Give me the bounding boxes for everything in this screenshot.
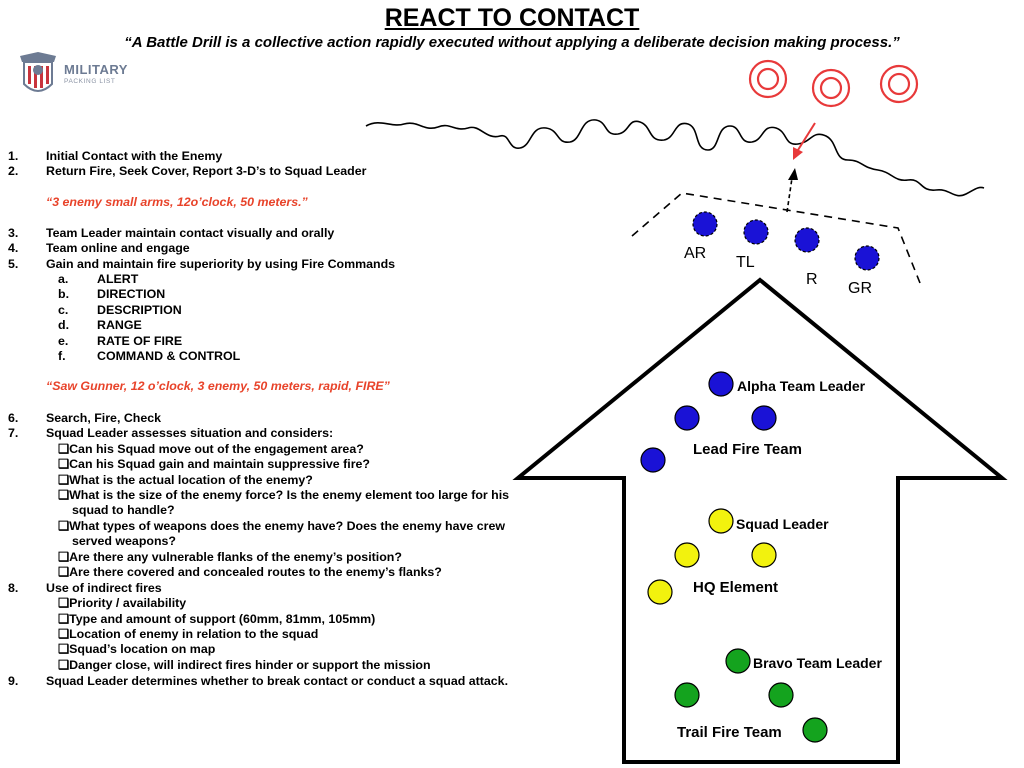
position-label-r: R [806,271,818,288]
trail-fire-team-label: Trail Fire Team [677,724,782,741]
hq-element-markers [647,508,777,605]
fire-command-letter: d. [58,318,70,332]
example-command-text: “Saw Gunner, 12 o’clock, 3 enemy, 50 met… [46,379,390,393]
alpha-team-leader-label: Alpha Team Leader [737,378,866,394]
step-number: 4. [8,241,19,255]
position-label-gr: GR [848,280,872,297]
fire-command-text: DESCRIPTION [97,303,182,317]
step-number: 8. [8,581,19,595]
position-label-ar: AR [684,245,707,262]
bravo-soldier-marker [674,682,700,708]
hq-soldier-marker [674,542,700,568]
enemy-target-icon [811,68,851,108]
step-number: 9. [8,674,19,688]
step-text: Squad Leader determines whether to break… [46,674,509,688]
hq-soldier-marker [647,579,673,605]
drill-steps-list: 1. Initial Contact with the Enemy 2. Ret… [8,149,510,688]
battle-drill-quote: “A Battle Drill is a collective action r… [124,34,900,51]
fire-command-letter: f. [58,349,66,363]
squad-leader-label: Squad Leader [736,516,829,532]
example-report-text: “3 enemy small arms, 12o’clock, 50 meter… [46,195,308,209]
step-text: Team Leader maintain contact visually an… [46,226,335,240]
indirect-fire-text: ❑Type and amount of support (60mm, 81mm,… [58,612,376,626]
enemy-target-icon [879,64,919,104]
squad-leader-marker [708,508,734,534]
gr-position-marker [854,245,880,271]
step-text: Search, Fire, Check [46,411,162,425]
consideration-text: ❑Are there any vulnerable flanks of the … [58,550,402,564]
fire-team-enclosure [631,192,923,289]
ar-position-marker [692,211,718,237]
consideration-text: ❑What is the size of the enemy force? Is… [58,488,510,502]
contact-arrow-icon [793,122,816,160]
fire-command-letter: e. [58,334,69,348]
fire-command-letter: c. [58,303,69,317]
step-number: 5. [8,257,19,271]
fire-command-text: RANGE [97,318,142,332]
bravo-soldier-marker [768,682,794,708]
consideration-text: ❑What types of weapons does the enemy ha… [58,519,505,533]
page-title: REACT TO CONTACT [384,4,640,32]
terrain-line [365,119,985,197]
fire-command-text: RATE OF FIRE [97,334,183,348]
lead-fire-team-label: Lead Fire Team [693,441,802,458]
consideration-text: ❑Can his Squad move out of the engagemen… [58,442,364,456]
step-number: 6. [8,411,19,425]
alpha-soldier-marker [674,405,700,431]
consideration-text: ❑What is the actual location of the enem… [58,473,313,487]
fire-command-text: DIRECTION [97,287,166,301]
bravo-team-markers [674,648,828,743]
step-text: Team online and engage [46,241,190,255]
step-number: 1. [8,149,19,163]
indirect-fire-text: ❑Danger close, will indirect fires hinde… [58,658,431,672]
logo-text-packing-list: PACKING LIST [64,78,116,85]
fire-command-letter: a. [58,272,69,286]
consideration-text: ❑Are there covered and concealed routes … [58,565,442,579]
indirect-fire-text: ❑Priority / availability [58,596,187,610]
alpha-team-markers [640,371,777,473]
step-number: 2. [8,164,19,178]
hq-element-label: HQ Element [693,579,779,596]
tl-position-marker [743,219,769,245]
fire-team-positions [692,211,880,271]
bravo-soldier-marker [802,717,828,743]
movement-arrow-outline [512,277,1008,764]
step-text: Return Fire, Seek Cover, Report 3-D’s to… [46,164,367,178]
consideration-text: squad to handle? [72,503,175,517]
bravo-team-leader-label: Bravo Team Leader [753,655,882,671]
step-number: 3. [8,226,19,240]
fire-command-letter: b. [58,287,70,301]
enemy-target-icon [748,59,788,99]
fire-command-text: ALERT [97,272,139,286]
consideration-text: served weapons? [72,534,176,548]
eagle-shield-icon [20,52,56,92]
military-packing-list-logo: MILITARY PACKING LIST [16,50,146,100]
consideration-text: ❑Can his Squad gain and maintain suppres… [58,457,370,471]
indirect-fire-text: ❑Location of enemy in relation to the sq… [58,627,319,641]
alpha-soldier-marker [640,447,666,473]
step-text: Use of indirect fires [46,581,162,595]
logo-text-military: MILITARY [64,62,128,77]
step-text: Gain and maintain fire superiority by us… [46,257,396,271]
hq-soldier-marker [751,542,777,568]
step-text: Initial Contact with the Enemy [46,149,223,163]
step-text: Squad Leader assesses situation and cons… [46,426,334,440]
fire-command-text: COMMAND & CONTROL [97,349,241,363]
bravo-team-leader-marker [725,648,751,674]
alpha-soldier-marker [751,405,777,431]
indirect-fire-text: ❑Squad’s location on map [58,642,216,656]
position-label-tl: TL [736,254,755,271]
step-number: 7. [8,426,19,440]
enemy-positions [748,59,919,108]
report-arrow-icon [786,168,798,213]
alpha-team-leader-marker [708,371,734,397]
r-position-marker [794,227,820,253]
